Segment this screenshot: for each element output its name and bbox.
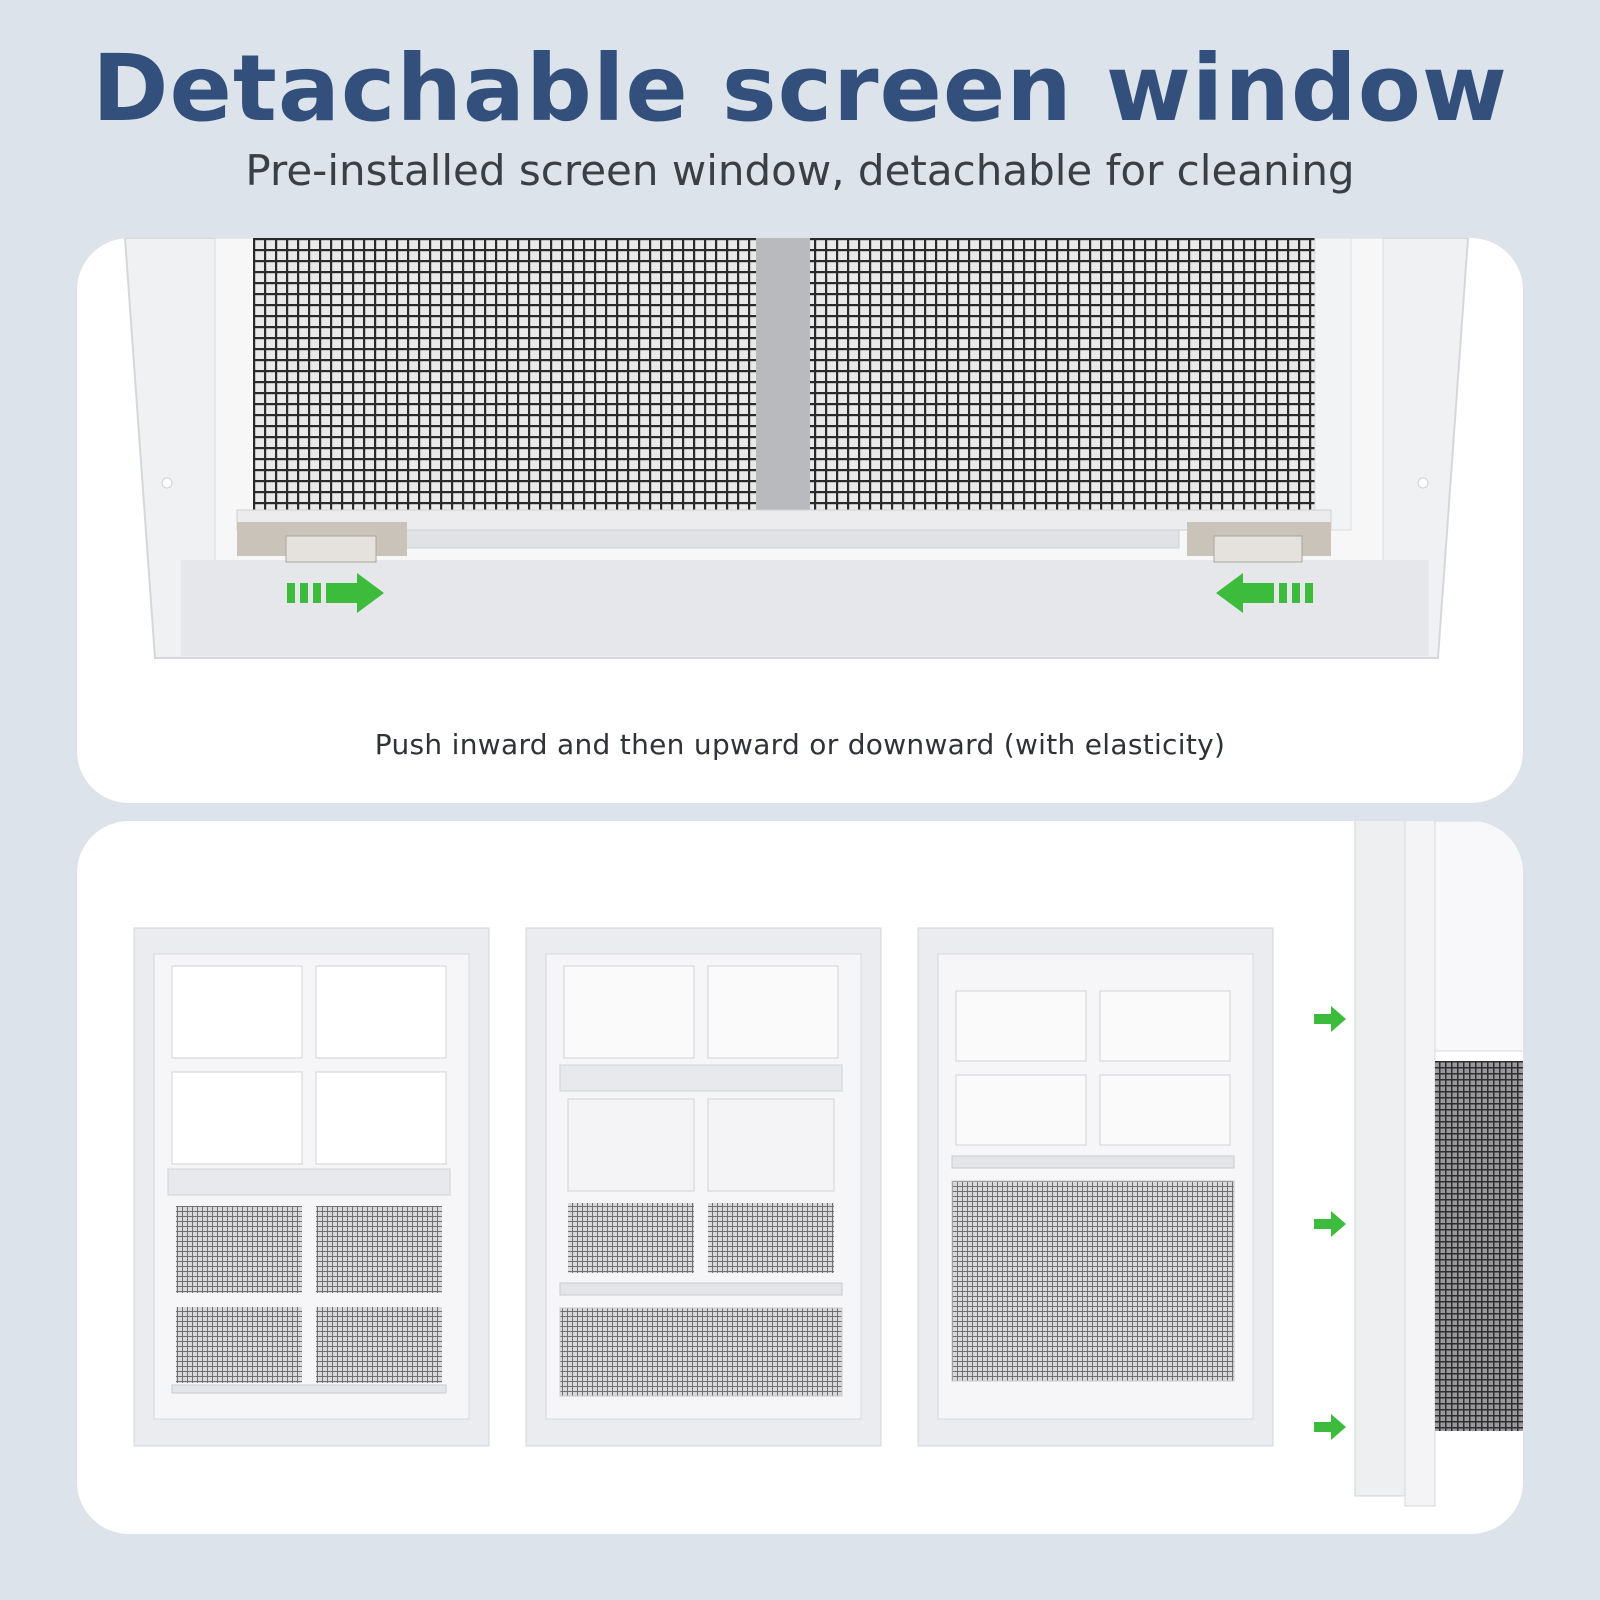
right-arrow-icon — [1314, 1006, 1346, 1032]
right-arrow-icon — [1314, 1414, 1346, 1440]
right-arrow-icon — [287, 573, 384, 613]
latch-right — [1187, 522, 1331, 563]
window-screen-lower — [525, 927, 882, 1447]
window-side-profile — [1354, 821, 1523, 1507]
screen-mesh-left — [253, 238, 756, 510]
window-latch-illustration — [123, 238, 1470, 659]
window-positions-illustration — [133, 821, 1523, 1507]
latch-caption: Push inward and then upward or downward … — [374, 728, 1226, 761]
page-title: Detachable screen window — [92, 35, 1508, 142]
left-arrow-icon — [1216, 573, 1313, 613]
window-screen-half — [917, 927, 1274, 1447]
page-subtitle: Pre-installed screen window, detachable … — [245, 146, 1355, 195]
window-positions-panel — [77, 821, 1523, 1534]
latch-detail-panel: Push inward and then upward or downward … — [77, 238, 1523, 803]
screen-mesh-right — [810, 238, 1315, 510]
window-screen-full — [133, 927, 490, 1447]
right-arrow-icon — [1314, 1211, 1346, 1237]
latch-left — [237, 522, 407, 563]
